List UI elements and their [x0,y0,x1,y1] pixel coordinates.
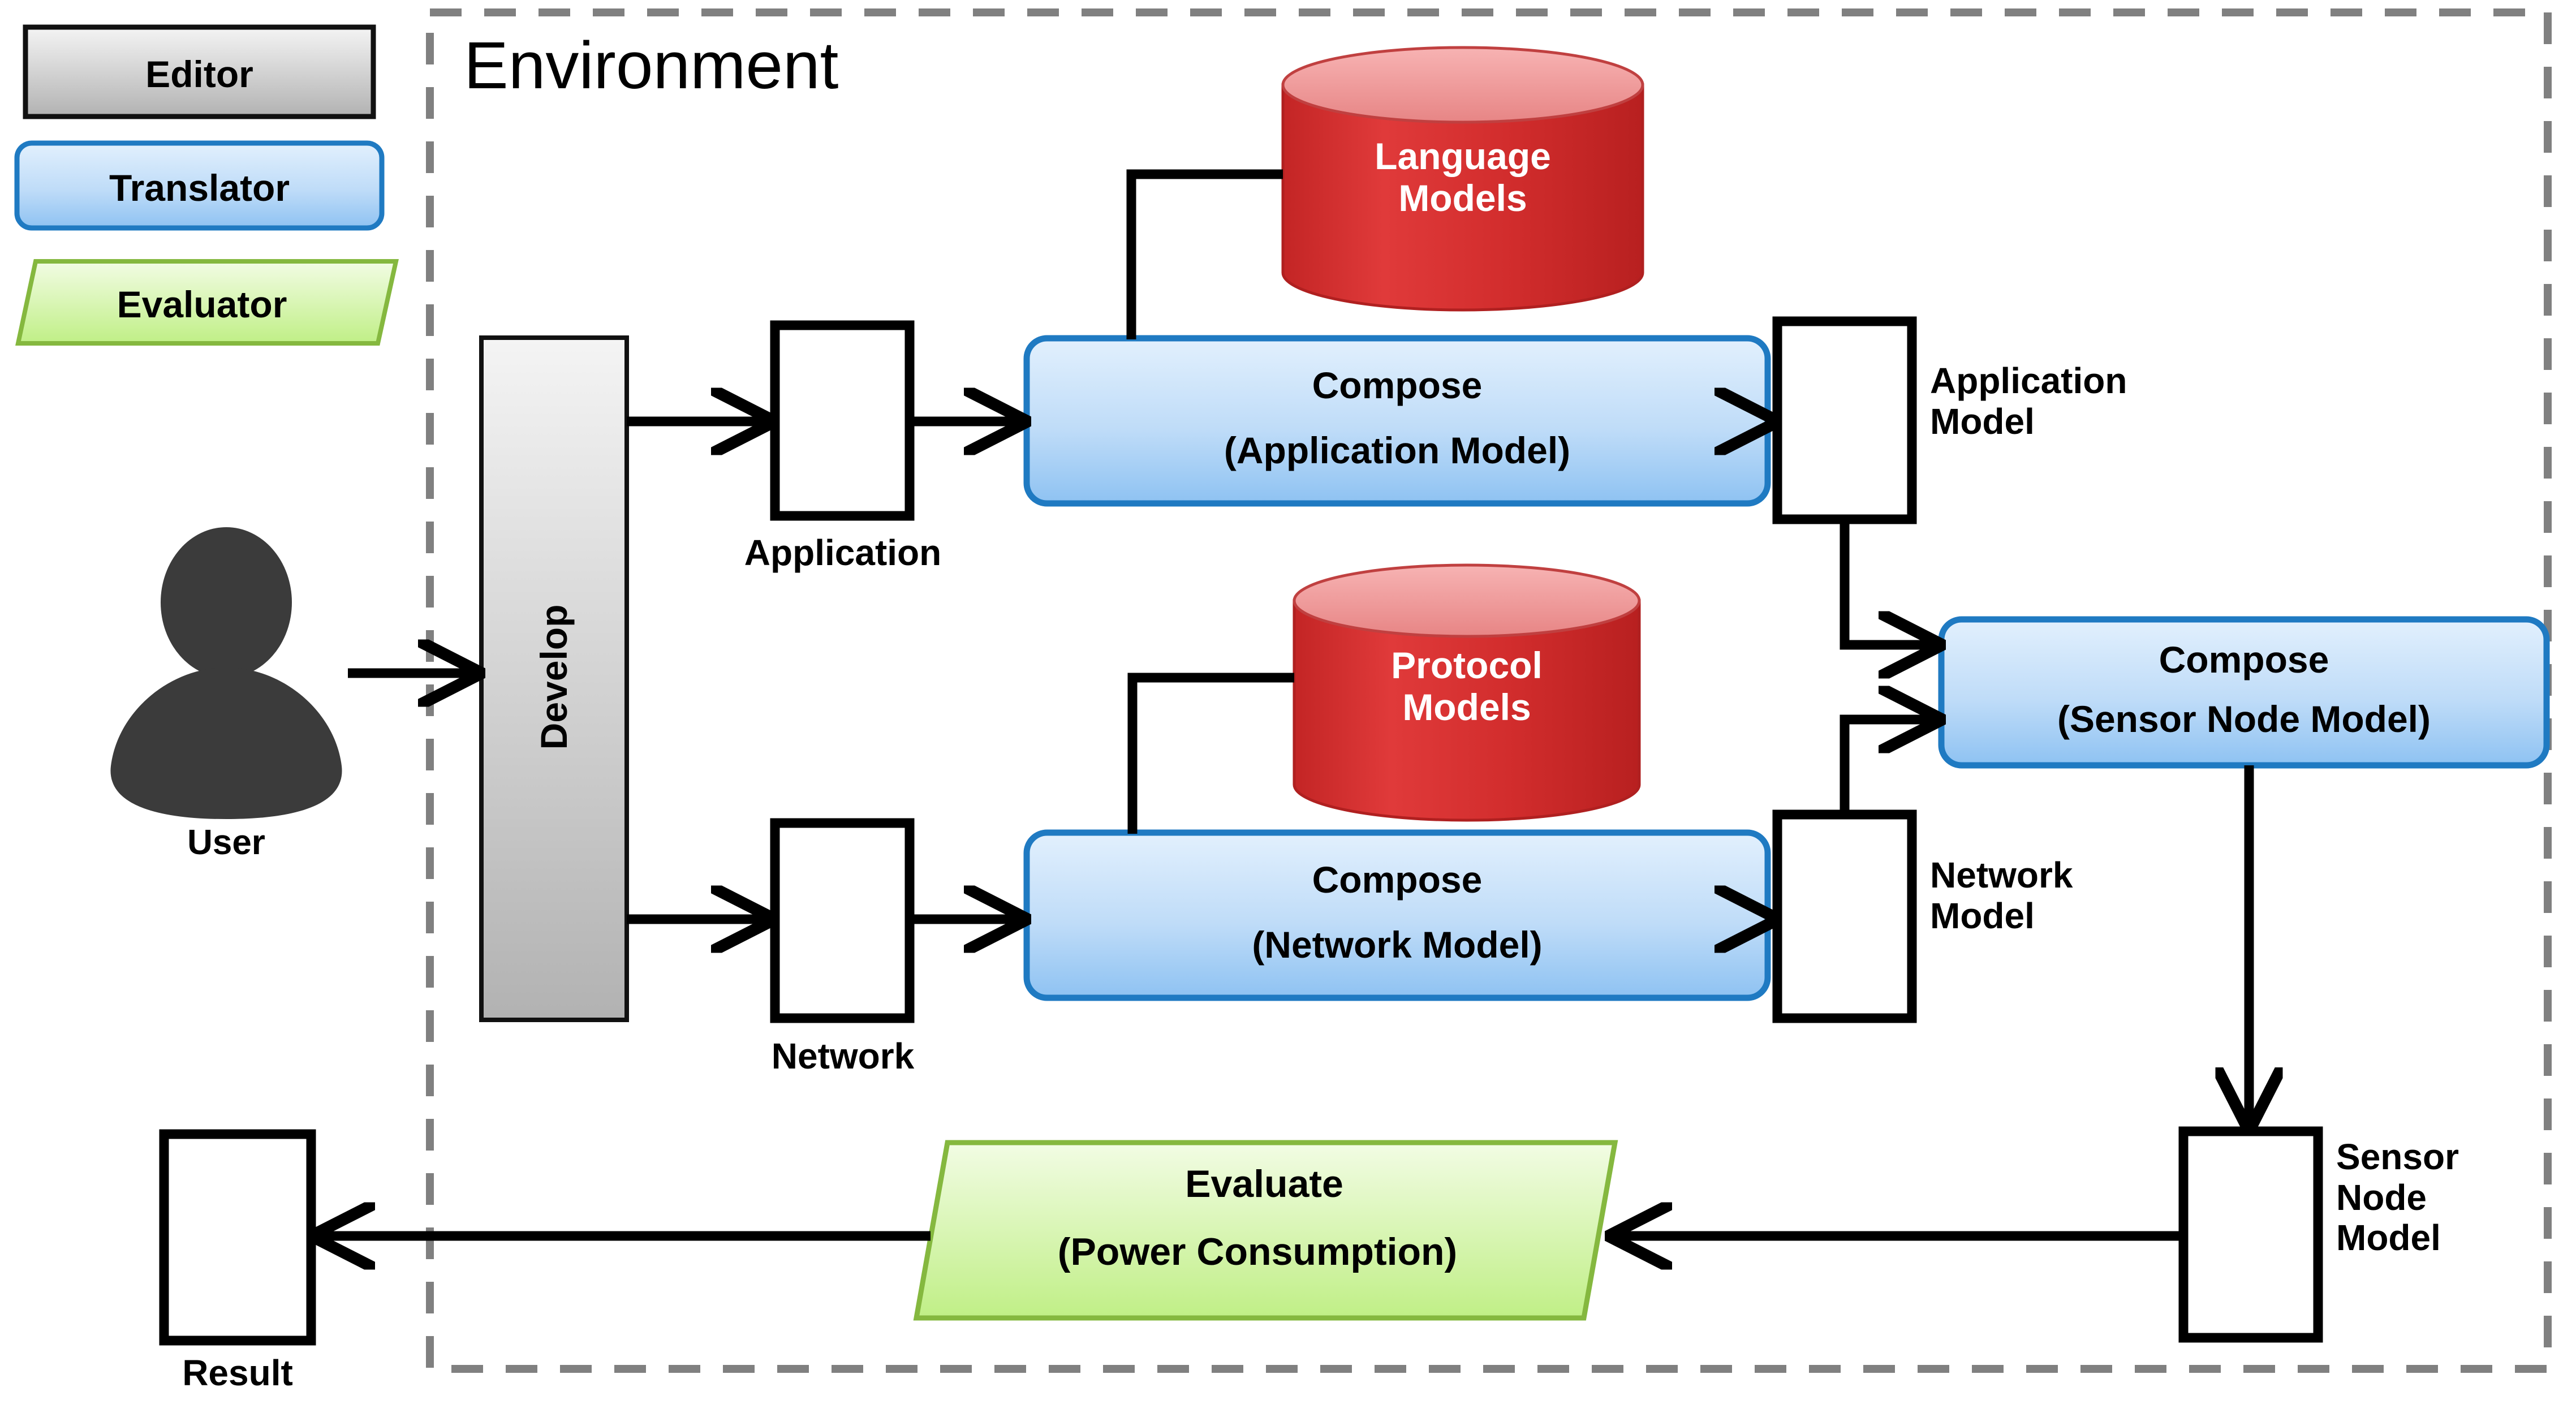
connector-language-models-compose-app [1126,169,1283,339]
evaluate-box[interactable] [913,1140,1618,1321]
compose-application-line1: Compose [1312,364,1483,406]
compose-sensor-node-line1: Compose [2159,639,2329,680]
legend-translator-swatch [14,140,385,231]
compose-network-box[interactable] [1023,829,1771,1001]
sensor-node-model-document-shape[interactable] [2178,1126,2323,1343]
legend-label-evaluator: Evaluator [117,283,287,325]
compose-network-line2: (Network Model) [1252,924,1543,966]
environment-title: Environment [464,28,839,103]
compose-network-line1: Compose [1312,859,1483,901]
compose-application-box[interactable] [1023,335,1771,507]
legend-label-editor: Editor [145,53,253,95]
network-model-document-shape[interactable] [1772,809,1917,1023]
connector-network-model-compose-sensor [1840,720,1936,815]
application-model-label: Application Model [1930,360,2127,442]
evaluate-line2: (Power Consumption) [1057,1230,1458,1273]
protocol-models-cylinder[interactable] [1293,563,1641,822]
connector-protocol-models-compose-net [1127,673,1294,834]
develop-label: Develop [533,604,575,750]
network-label: Network [771,1036,915,1076]
develop-stage-bar[interactable] [479,335,629,1022]
network-document-shape[interactable] [770,818,915,1023]
result-document-shape[interactable] [159,1129,316,1346]
user-label: User [187,823,265,862]
network-model-label: Network Model [1930,855,2073,936]
result-label: Result [182,1352,293,1393]
legend-label-translator: Translator [109,167,290,209]
sensor-node-model-label: Sensor Node Model [2336,1136,2459,1259]
user-icon [110,527,342,819]
compose-sensor-node-line2: (Sensor Node Model) [2057,698,2431,740]
connector-application-model-compose-sensor [1840,519,1936,645]
evaluate-line1: Evaluate [1185,1162,1343,1205]
compose-application-line2: (Application Model) [1224,429,1571,471]
legend-evaluator-swatch [15,259,399,346]
protocol-models-label: Protocol Models [1391,644,1543,728]
application-document-shape[interactable] [770,320,915,521]
language-models-label: Language Models [1375,135,1551,219]
application-model-document-shape[interactable] [1772,316,1917,524]
application-label: Application [744,532,942,573]
language-models-cylinder[interactable] [1281,46,1644,312]
legend-editor-swatch [23,24,376,119]
